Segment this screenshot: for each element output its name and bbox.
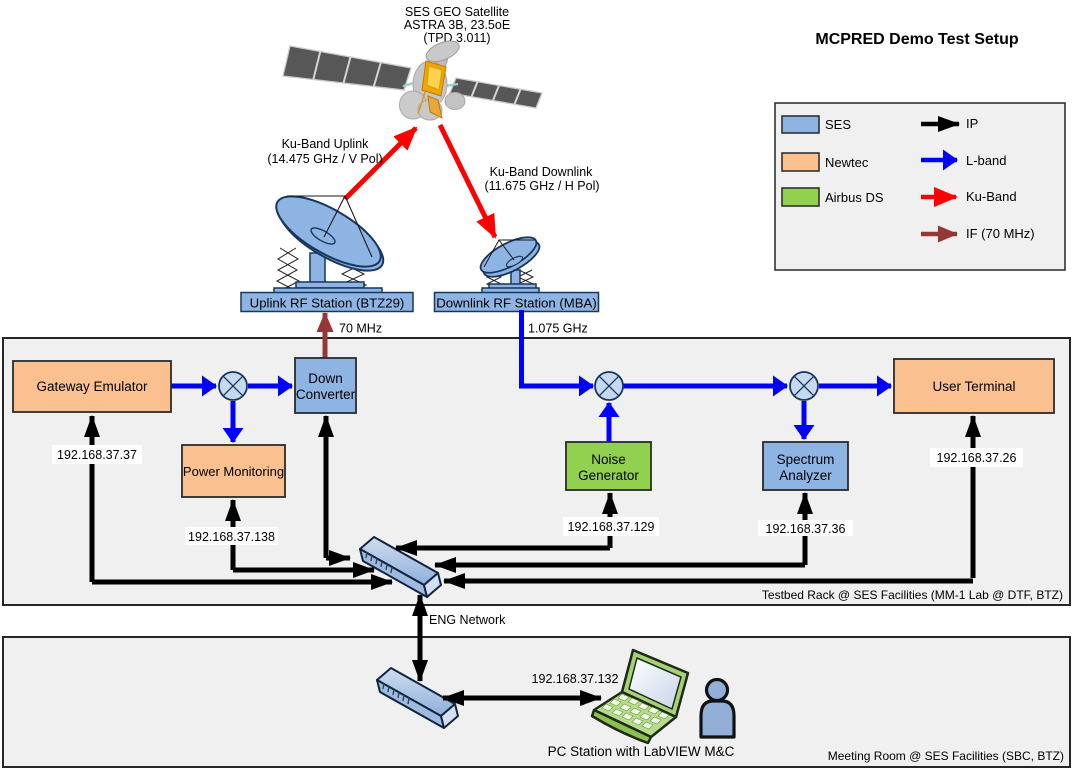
svg-text:Generator: Generator	[578, 468, 639, 483]
svg-text:Uplink RF Station (BTZ29): Uplink RF Station (BTZ29)	[250, 296, 405, 311]
svg-text:L-band: L-band	[966, 153, 1006, 168]
svg-text:ENG Network: ENG Network	[429, 613, 506, 627]
svg-text:User Terminal: User Terminal	[932, 379, 1015, 394]
svg-text:(11.675 GHz / H Pol): (11.675 GHz / H Pol)	[484, 179, 599, 193]
svg-text:Testbed Rack @ SES Facilities: Testbed Rack @ SES Facilities (MM-1 Lab …	[762, 588, 1063, 602]
svg-text:192.168.37.36: 192.168.37.36	[766, 522, 846, 536]
svg-text:192.168.37.132: 192.168.37.132	[532, 672, 619, 686]
svg-text:Analyzer: Analyzer	[779, 468, 832, 483]
svg-text:70 MHz: 70 MHz	[339, 322, 382, 336]
svg-text:192.168.37.26: 192.168.37.26	[937, 451, 1017, 465]
svg-text:Down: Down	[308, 371, 343, 386]
svg-text:IP: IP	[966, 116, 978, 131]
svg-text:(TPD 3.011): (TPD 3.011)	[423, 31, 490, 45]
svg-text:Spectrum: Spectrum	[777, 452, 835, 467]
svg-text:192.168.37.129: 192.168.37.129	[568, 520, 655, 534]
svg-text:Ku-Band: Ku-Band	[966, 189, 1017, 204]
svg-text:SES: SES	[825, 117, 851, 132]
svg-text:Ku-Band Uplink: Ku-Band Uplink	[282, 137, 370, 151]
svg-text:Power Monitoring: Power Monitoring	[183, 464, 284, 479]
svg-text:Newtec: Newtec	[825, 155, 869, 170]
svg-text:(14.475 GHz / V Pol): (14.475 GHz / V Pol)	[267, 152, 382, 166]
svg-text:ASTRA 3B, 23.5oE: ASTRA 3B, 23.5oE	[404, 18, 510, 32]
svg-text:Converter: Converter	[296, 387, 356, 402]
svg-text:SES GEO Satellite: SES GEO Satellite	[405, 5, 509, 19]
svg-text:192.168.37.138: 192.168.37.138	[188, 530, 275, 544]
svg-text:192.168.37.37: 192.168.37.37	[57, 448, 137, 462]
svg-text:PC Station with LabVIEW M&C: PC Station with LabVIEW M&C	[548, 744, 735, 759]
svg-text:1.075 GHz: 1.075 GHz	[528, 322, 588, 336]
svg-text:MCPRED Demo Test Setup: MCPRED Demo Test Setup	[815, 31, 1019, 48]
svg-text:Ku-Band Downlink: Ku-Band Downlink	[490, 165, 594, 179]
svg-text:Gateway Emulator: Gateway Emulator	[36, 379, 148, 394]
svg-text:Meeting Room @ SES Facilities: Meeting Room @ SES Facilities (SBC, BTZ)	[828, 749, 1064, 763]
svg-text:Noise: Noise	[591, 452, 626, 467]
svg-text:Airbus DS: Airbus DS	[825, 190, 884, 205]
svg-text:IF (70 MHz): IF (70 MHz)	[966, 226, 1035, 241]
svg-text:Downlink RF Station (MBA): Downlink RF Station (MBA)	[436, 296, 597, 311]
